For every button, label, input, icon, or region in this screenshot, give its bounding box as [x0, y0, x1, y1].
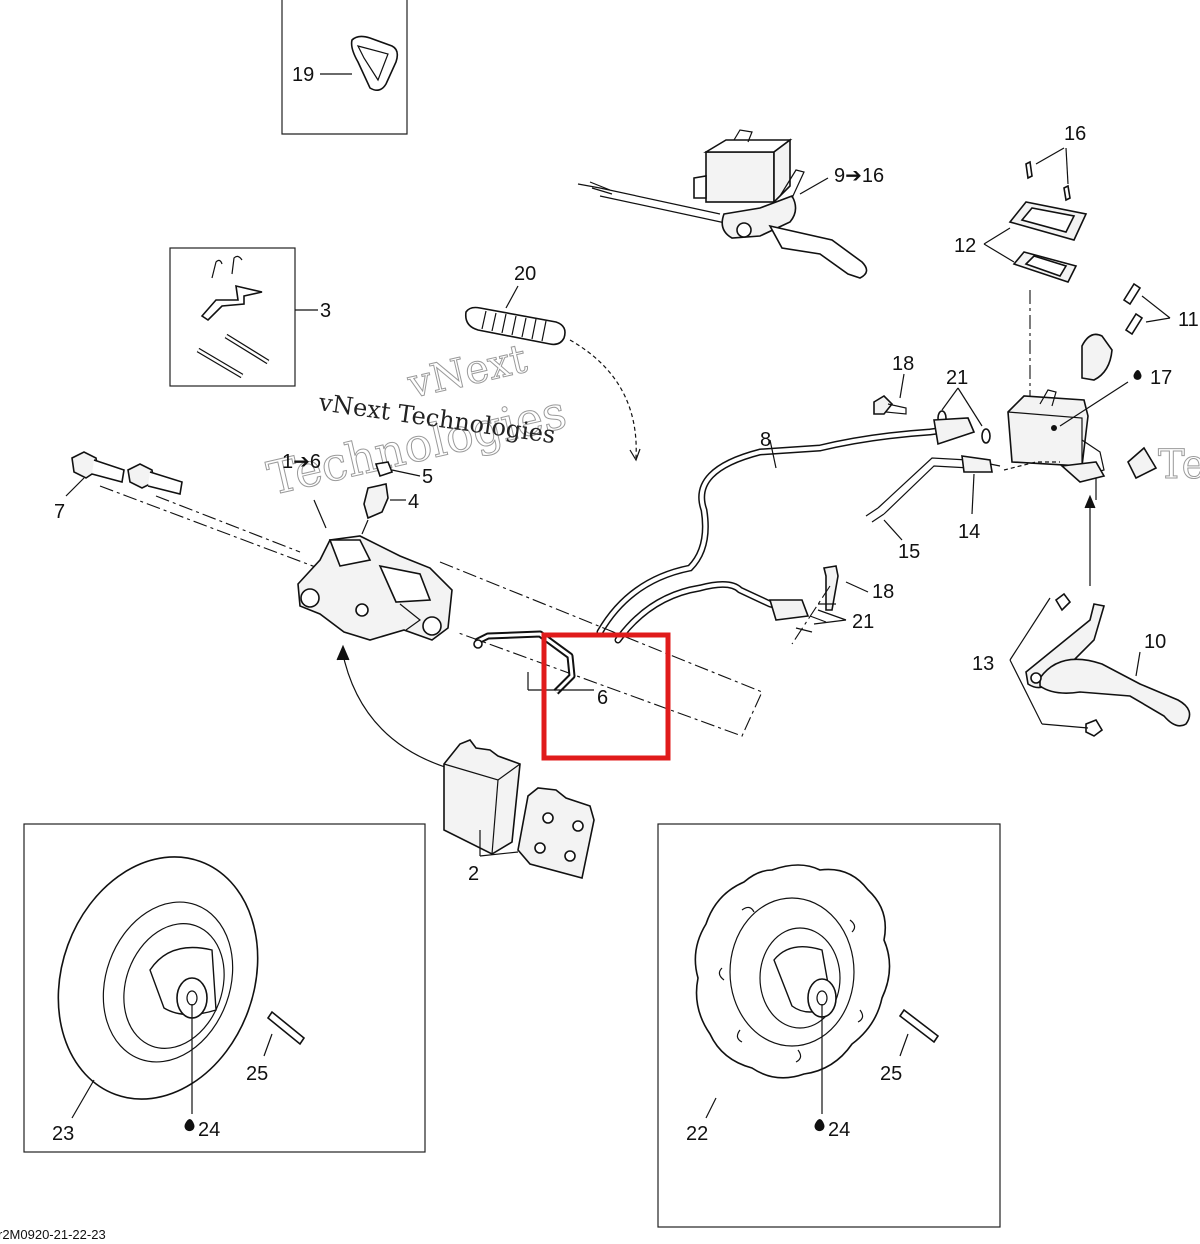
part-8-brake-hose: 8 [596, 417, 976, 644]
part-20-boot: 20 [464, 263, 641, 462]
callout-7: 7 [54, 501, 65, 523]
callout-16: 16 [1064, 123, 1086, 145]
callout-17: 17 [1150, 367, 1172, 389]
callout-25-left: 25 [246, 1063, 268, 1085]
callout-2: 2 [468, 863, 479, 885]
part-19-clip: 19 [281, 0, 408, 135]
callout-13: 13 [972, 653, 994, 675]
callout-8: 8 [760, 429, 771, 451]
callout-18-top: 18 [892, 353, 914, 375]
callout-18-bottom: 18 [872, 581, 894, 603]
part-10-brake-lever: 13 10 [972, 494, 1191, 737]
oil-drop-icon [184, 1119, 195, 1132]
callout-11: 11 [1178, 309, 1199, 331]
part-23-brake-disc: 25 23 24 [23, 823, 426, 1153]
callout-23: 23 [52, 1123, 74, 1145]
part-9-master-cylinder-assembly: 9➔16 [577, 129, 884, 279]
callout-25-right: 25 [880, 1063, 902, 1085]
callout-3: 3 [320, 300, 331, 322]
callout-4: 4 [408, 491, 419, 513]
callout-20: 20 [514, 263, 536, 285]
callout-19: 19 [292, 64, 314, 86]
callout-5: 5 [422, 466, 433, 488]
callout-24-right: 24 [828, 1119, 850, 1141]
callout-15: 15 [898, 541, 920, 563]
part-2-brake-pads: 2 [443, 739, 595, 885]
part-3-pin-kit: 3 [169, 247, 331, 387]
callout-21-top: 21 [946, 367, 968, 389]
callout-14: 14 [958, 521, 980, 543]
callout-9-16: 9➔16 [834, 165, 884, 187]
part-1-caliper-assembly: 7 1➔6 5 4 [54, 451, 763, 769]
callout-21-bottom: 21 [852, 611, 874, 633]
part-18-banjo-bolt-bottom: 18 21 [791, 565, 894, 645]
callout-12: 12 [954, 235, 976, 257]
part-17-master-cylinder: 16 12 11 17 [954, 123, 1199, 500]
drawing-code: r2M0920-21-22-23 [0, 1227, 106, 1239]
watermark: Technologies vNext vNext Technologies Te [262, 335, 1200, 506]
callout-22: 22 [686, 1123, 708, 1145]
callout-24-left: 24 [198, 1119, 220, 1141]
highlight-box [541, 632, 671, 761]
part-14-brake-switch: 14 15 [865, 455, 1060, 563]
callout-10: 10 [1144, 631, 1166, 653]
callout-6: 6 [597, 687, 608, 709]
oil-drop-icon [1133, 370, 1142, 380]
part-6-brake-line: 6 [473, 630, 608, 709]
watermark-edge: Te [1158, 442, 1200, 488]
part-22-brake-disc: 25 22 24 [657, 823, 1001, 1228]
oil-drop-icon [814, 1119, 825, 1132]
callout-1-6: 1➔6 [282, 451, 321, 473]
